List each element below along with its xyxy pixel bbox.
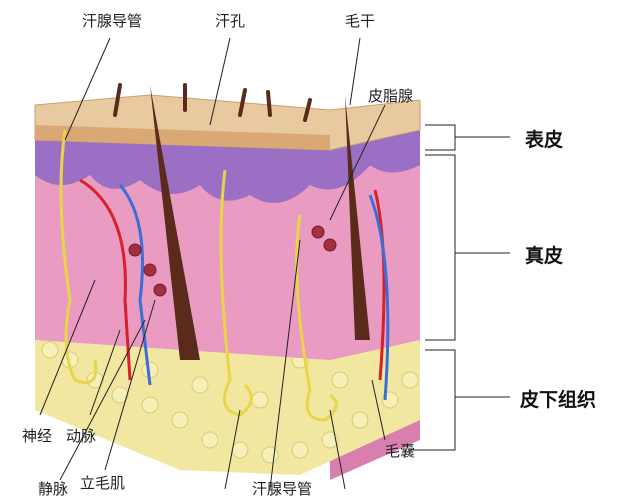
label-sebaceous-gland: 皮脂腺 (368, 87, 414, 105)
label-arrector-pili: 立毛肌 (80, 474, 126, 492)
sebaceous-glands (128, 225, 337, 297)
leader-lines (39, 37, 510, 489)
label-hair-shaft: 毛干 (345, 12, 376, 30)
artery (79, 178, 132, 381)
label-subcutaneous: 皮下组织 (520, 389, 597, 411)
label-hair-follicle: 毛囊 (385, 442, 416, 460)
label-epidermis: 表皮 (525, 129, 564, 151)
label-sweat-gland-duct-top: 汗腺导管 (82, 12, 143, 30)
main-hair (150, 85, 200, 360)
skin-cross-section-diagram (34, 37, 510, 489)
artery-right (373, 189, 386, 381)
vein-right (368, 194, 390, 401)
label-artery: 动脉 (66, 427, 97, 445)
right-hair (345, 95, 370, 340)
epidermis-front (35, 125, 330, 150)
label-nerve: 神经 (22, 427, 53, 445)
sweat-gland-left (59, 129, 98, 384)
label-pore: 汗孔 (215, 12, 246, 30)
label-dermis: 真皮 (525, 245, 564, 267)
hair-shafts (113, 83, 312, 122)
vein (118, 184, 152, 386)
basal-layer (35, 125, 420, 203)
sweat-gland-mid (219, 169, 253, 417)
